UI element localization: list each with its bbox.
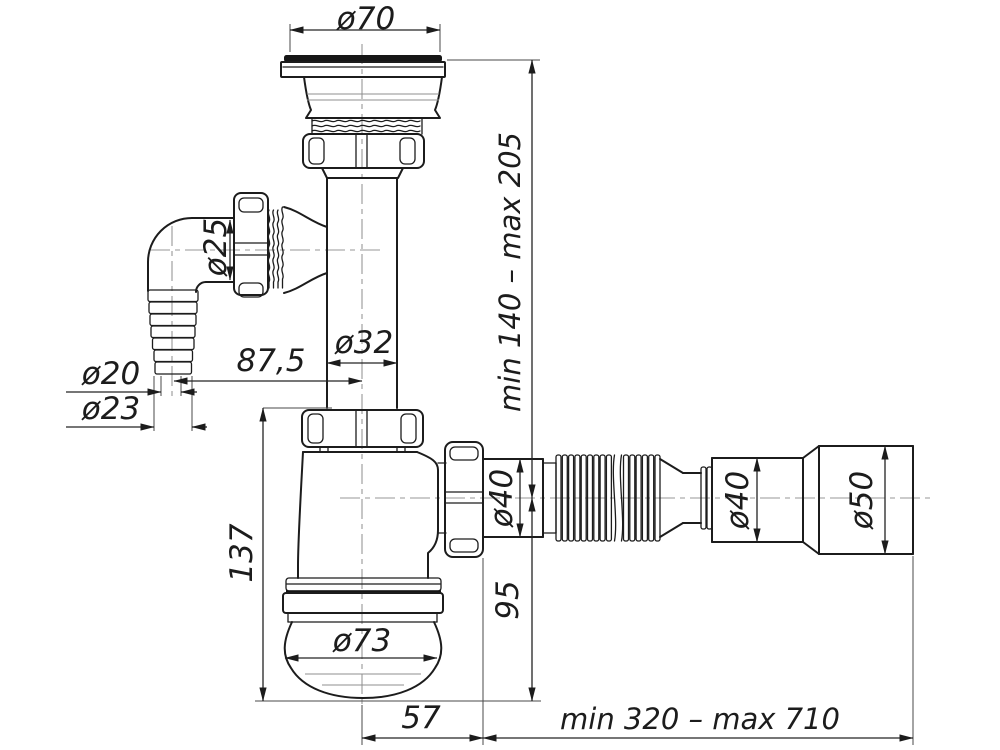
dim-label-tube-diameter: ø32	[334, 325, 393, 361]
dimension-height-range: min 140 – max 205	[493, 59, 536, 499]
dimension-outlet-offset: 57	[361, 700, 484, 742]
dim-label-outlet-diameter: ø40	[484, 469, 520, 528]
dim-label-barb-inner: ø20	[81, 356, 140, 392]
dim-label-cuff-diameter: ø40	[720, 471, 756, 530]
dim-label-branch-diameter: ø25	[198, 218, 234, 277]
branch-nut	[233, 192, 269, 298]
top-locknut	[302, 133, 425, 179]
corrugated-pipe	[555, 454, 702, 542]
dimension-cup-diameter: ø73	[284, 623, 438, 662]
dimension-branch-diameter: ø25	[198, 218, 234, 281]
dim-label-outlet-drop: 95	[490, 580, 526, 619]
dimension-end-diameter: ø50	[844, 445, 889, 555]
dimension-pipe-length-range: min 320 – max 710	[482, 702, 914, 742]
dim-label-end-diameter: ø50	[844, 471, 880, 530]
dim-label-flange-diameter: ø70	[336, 1, 395, 37]
pipe-break-line	[612, 454, 617, 542]
sink-flange	[280, 55, 446, 119]
dimension-cuff-diameter: ø40	[720, 457, 761, 543]
lower-locknut	[301, 409, 424, 453]
dim-label-height-range: min 140 – max 205	[493, 132, 527, 412]
vertical-tube	[326, 177, 398, 409]
dimension-outlet-diameter: ø40	[484, 458, 524, 538]
branch-elbow	[147, 217, 235, 293]
dim-label-barb-outer: ø23	[81, 391, 140, 427]
dim-label-pipe-length-range: min 320 – max 710	[560, 702, 840, 736]
dimension-barb-inner: ø20	[66, 356, 197, 396]
trap-body	[297, 451, 447, 579]
dimension-branch-offset: 87,5	[173, 343, 363, 385]
flange-thread	[311, 117, 423, 135]
dimension-barb-outer: ø23	[66, 391, 207, 431]
hose-barb	[147, 289, 199, 375]
dimension-flange-diameter: ø70	[289, 1, 441, 37]
extension-lines	[153, 24, 914, 745]
dim-label-body-height: 137	[224, 523, 260, 582]
dim-label-branch-offset: 87,5	[236, 343, 305, 379]
dim-label-outlet-offset: 57	[401, 700, 441, 736]
dimension-tube-diameter: ø32	[326, 325, 398, 367]
dimension-outlet-drop: 95	[490, 497, 536, 702]
dimension-body-height: 137	[224, 407, 267, 702]
trap-cup-nut	[282, 577, 444, 623]
dim-label-cup-diameter: ø73	[332, 623, 391, 659]
outlet-nut	[444, 441, 484, 558]
